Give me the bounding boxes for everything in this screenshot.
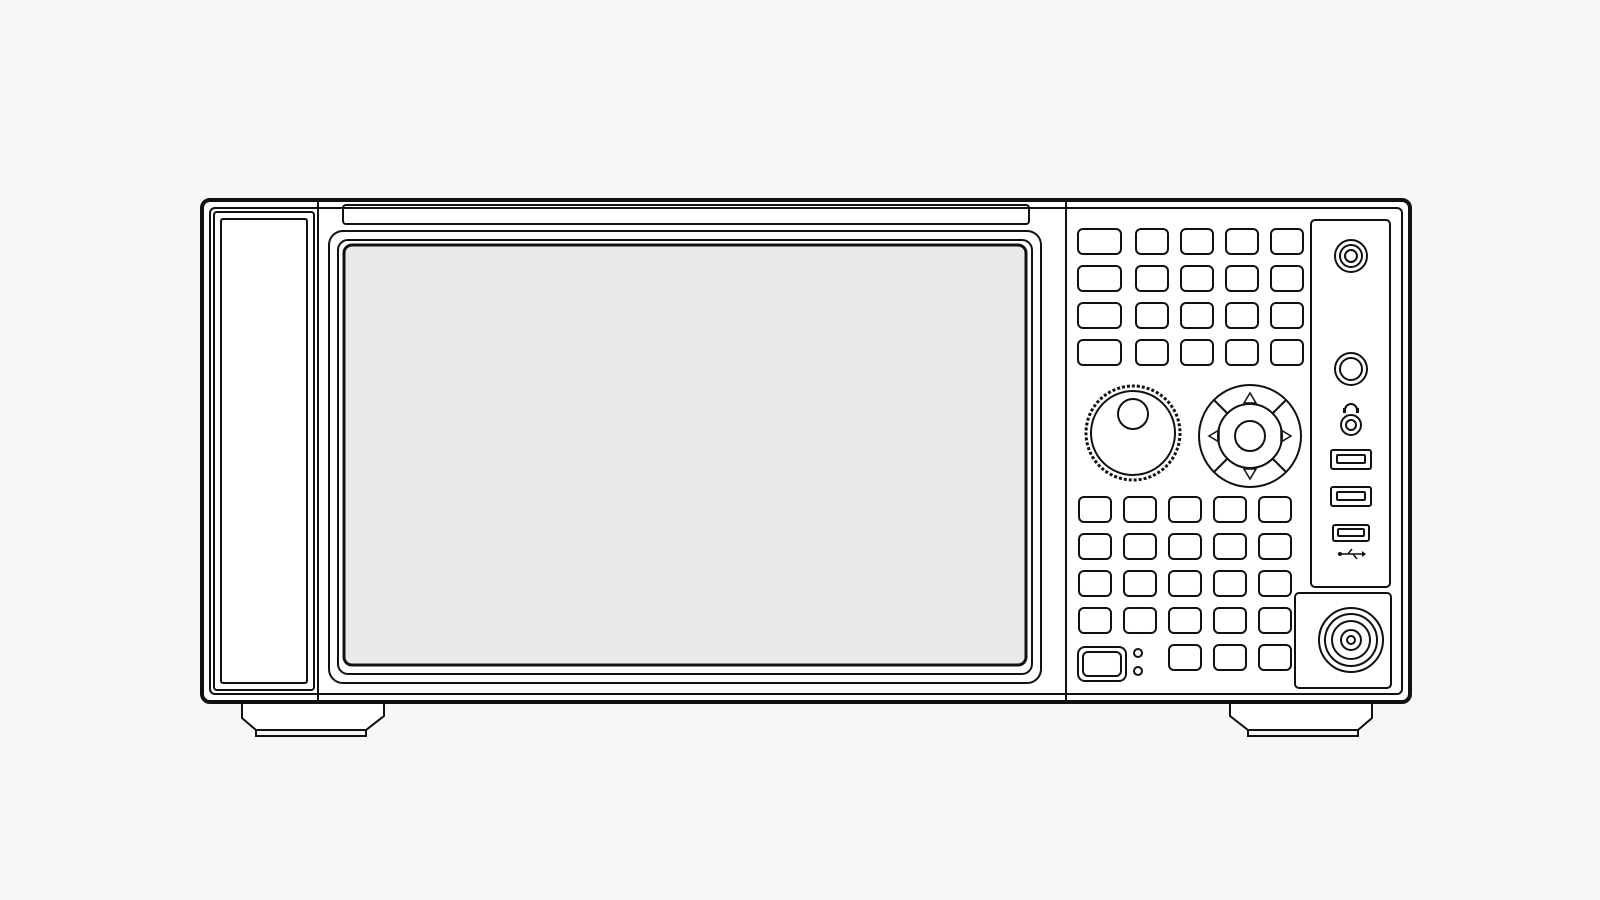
- lower-keypad: [1078, 496, 1292, 671]
- io-panel: [1310, 219, 1391, 588]
- softkey-button[interactable]: [1270, 302, 1304, 329]
- usb-icon: [1338, 548, 1366, 560]
- keypad-button[interactable]: [1168, 496, 1202, 523]
- keypad-button[interactable]: [1123, 570, 1157, 597]
- display-bezel: [328, 230, 1042, 684]
- keypad-button[interactable]: [1123, 533, 1157, 560]
- softkey-button[interactable]: [1225, 302, 1259, 329]
- keypad-button[interactable]: [1078, 607, 1112, 634]
- navigation-pad: [1198, 384, 1302, 488]
- left-foot: [241, 699, 385, 737]
- softkey-button[interactable]: [1135, 265, 1169, 292]
- upper-keypad: [1077, 228, 1304, 366]
- softkey-button[interactable]: [1270, 339, 1304, 366]
- softkey-button[interactable]: [1135, 302, 1169, 329]
- status-led: [1133, 648, 1143, 658]
- rotary-knob-icon[interactable]: [1084, 384, 1182, 482]
- top-label-strip: [342, 204, 1030, 225]
- softkey-button[interactable]: [1180, 265, 1214, 292]
- usb-port-icon[interactable]: [1330, 486, 1372, 507]
- usb-port-icon[interactable]: [1332, 524, 1370, 542]
- softkey-button[interactable]: [1077, 302, 1122, 329]
- softkey-button[interactable]: [1077, 228, 1122, 255]
- softkey-button[interactable]: [1077, 339, 1122, 366]
- headphone-jack[interactable]: [1340, 414, 1362, 436]
- softkey-button[interactable]: [1270, 265, 1304, 292]
- softkey-button[interactable]: [1180, 228, 1214, 255]
- keypad-button[interactable]: [1258, 533, 1292, 560]
- left-arrow-icon[interactable]: [1207, 428, 1220, 444]
- right-foot: [1229, 699, 1373, 737]
- keypad-button[interactable]: [1168, 533, 1202, 560]
- keypad-button[interactable]: [1168, 570, 1202, 597]
- rf-input-panel: [1294, 592, 1392, 689]
- right-arrow-icon[interactable]: [1280, 428, 1293, 444]
- keypad-button[interactable]: [1123, 607, 1157, 634]
- keypad-button[interactable]: [1213, 607, 1247, 634]
- rf-input-connector-icon[interactable]: [1318, 607, 1384, 673]
- up-arrow-icon[interactable]: [1242, 391, 1258, 404]
- status-led: [1133, 666, 1143, 676]
- keypad-button[interactable]: [1123, 496, 1157, 523]
- keypad-button[interactable]: [1258, 570, 1292, 597]
- softkey-button[interactable]: [1225, 228, 1259, 255]
- left-side-panel: [213, 211, 315, 691]
- coax-connector-icon[interactable]: [1334, 239, 1368, 273]
- keypad-button[interactable]: [1258, 607, 1292, 634]
- down-arrow-icon[interactable]: [1242, 468, 1258, 481]
- keypad-button[interactable]: [1213, 533, 1247, 560]
- softkey-button[interactable]: [1077, 265, 1122, 292]
- keypad-button[interactable]: [1078, 496, 1112, 523]
- softkey-button[interactable]: [1270, 228, 1304, 255]
- keypad-button[interactable]: [1078, 570, 1112, 597]
- keypad-button[interactable]: [1258, 496, 1292, 523]
- softkey-button[interactable]: [1180, 302, 1214, 329]
- coax-connector-icon[interactable]: [1334, 352, 1368, 386]
- softkey-button[interactable]: [1225, 339, 1259, 366]
- keypad-button[interactable]: [1168, 644, 1202, 671]
- keypad-button[interactable]: [1258, 644, 1292, 671]
- select-center-icon[interactable]: [1234, 420, 1266, 452]
- softkey-button[interactable]: [1180, 339, 1214, 366]
- keypad-button[interactable]: [1213, 570, 1247, 597]
- softkey-button[interactable]: [1225, 265, 1259, 292]
- keypad-button[interactable]: [1168, 607, 1202, 634]
- power-button[interactable]: [1077, 646, 1127, 682]
- usb-port-icon[interactable]: [1330, 449, 1372, 470]
- keypad-button[interactable]: [1213, 496, 1247, 523]
- softkey-button[interactable]: [1135, 228, 1169, 255]
- keypad-button[interactable]: [1213, 644, 1247, 671]
- headphone-icon: [1343, 403, 1359, 413]
- display-screen[interactable]: [342, 243, 1028, 667]
- softkey-button[interactable]: [1135, 339, 1169, 366]
- keypad-button[interactable]: [1078, 533, 1112, 560]
